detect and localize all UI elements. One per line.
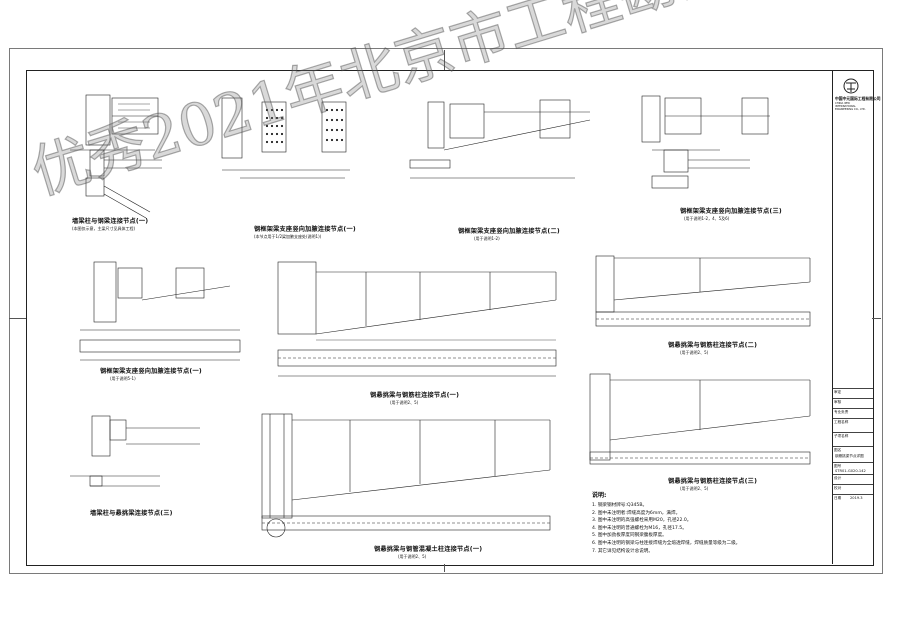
detail-2-title: 钢框架梁支座竖向加腋连接节点(一) [254, 226, 356, 233]
detail-6-title: 钢悬挑梁与钢筋柱连接节点(一) [370, 392, 460, 399]
title-row: 设计 [833, 474, 873, 485]
detail-10-note: (用于说明2、5) [680, 486, 709, 491]
title-row: 图名钢悬挑梁节点详图 [833, 446, 873, 463]
title-row: 子项名称 [833, 432, 873, 447]
title-row: 工程名称 [833, 418, 873, 433]
company-name-en: CHINA IPPR INTERNATIONAL ENGINEERING CO.… [835, 102, 866, 111]
detail-4-drawing [641, 95, 770, 189]
company-logo [843, 78, 859, 94]
note-item: 4. 图中未注明的普通螺栓为M16，孔径17.5。 [592, 525, 687, 531]
center-mark-right [872, 318, 881, 319]
detail-6-drawing [277, 261, 557, 377]
notes-heading: 说明: [592, 492, 607, 499]
note-item: 3. 图中未注明的高强螺栓采用M20，孔径22.0。 [592, 518, 692, 524]
outer-border [9, 48, 883, 574]
detail-2-drawing [221, 97, 350, 179]
detail-8-title: 墙梁柱与悬挑梁连接节点(三) [90, 510, 173, 517]
note-item: 1. 钢梁钢材牌号:Q345B。 [592, 503, 648, 508]
detail-1-title: 墙梁柱与钢梁连接节点(一) [72, 218, 149, 225]
detail-2-note: (本节点用于1/2梁加腋支座处(说明1)) [254, 234, 322, 239]
company-name: 中国中元国际工程有限公司 [835, 96, 881, 101]
detail-10-title: 钢悬挑梁与钢筋柱连接节点(三) [668, 478, 758, 485]
title-row: 审定 [833, 388, 873, 399]
detail-8-drawing [70, 415, 200, 487]
center-mark-top [444, 50, 445, 70]
detail-1-note: (本图仅示意，主梁尺寸见具体工程) [72, 226, 136, 231]
title-row: 审核 [833, 398, 873, 409]
detail-4-title: 钢框架梁支座竖向加腋连接节点(三) [680, 208, 782, 215]
detail-10-drawing [589, 373, 811, 465]
note-item: 2. 图中未注明者:焊缝高度为6mm，满焊。 [592, 510, 681, 516]
detail-7-drawing [595, 255, 811, 327]
detail-7-title: 钢悬挑梁与钢筋柱连接节点(二) [668, 342, 758, 349]
center-mark-left [9, 318, 26, 319]
detail-5-title: 钢框架梁支座竖向加腋连接节点(一) [100, 368, 202, 375]
title-block: 中国中元国际工程有限公司 CHINA IPPR INTERNATIONAL EN… [832, 70, 881, 564]
detail-6-note: (用于说明2、5) [390, 400, 419, 405]
detail-9-title: 钢悬挑梁与钢管混凝土柱连接节点(一) [374, 546, 483, 553]
detail-4-note: (用于说明1-2，4、5及6) [684, 216, 730, 221]
center-mark-bottom [444, 564, 445, 572]
detail-5-drawing [79, 261, 241, 361]
detail-1-drawing [70, 94, 162, 219]
note-item: 5. 图中加劲板厚度同钢梁腹板厚度。 [592, 533, 667, 539]
design-notes: 说明: 1. 钢梁钢材牌号:Q345B。 2. 图中未注明者:焊缝高度为6mm，… [592, 490, 822, 555]
note-item: 7. 其它详见结构设计总说明。 [592, 548, 653, 554]
detail-3-drawing [409, 99, 591, 179]
title-row: 专业负责 [833, 408, 873, 419]
detail-9-note: (用于说明2、5) [398, 554, 427, 559]
title-row: 校对 [833, 484, 873, 495]
detail-3-note: (用于说明1-2) [474, 236, 500, 241]
detail-3-title: 钢框架梁支座竖向加腋连接节点(二) [458, 228, 560, 235]
detail-9-drawing [261, 413, 551, 538]
note-item: 6. 图中未注明的钢梁与柱连接焊缝为全熔透焊缝，焊缝质量等级为二级。 [592, 540, 741, 546]
detail-5-note: (用于说明5-1) [110, 376, 136, 381]
detail-7-note: (用于说明2、5) [680, 350, 709, 355]
